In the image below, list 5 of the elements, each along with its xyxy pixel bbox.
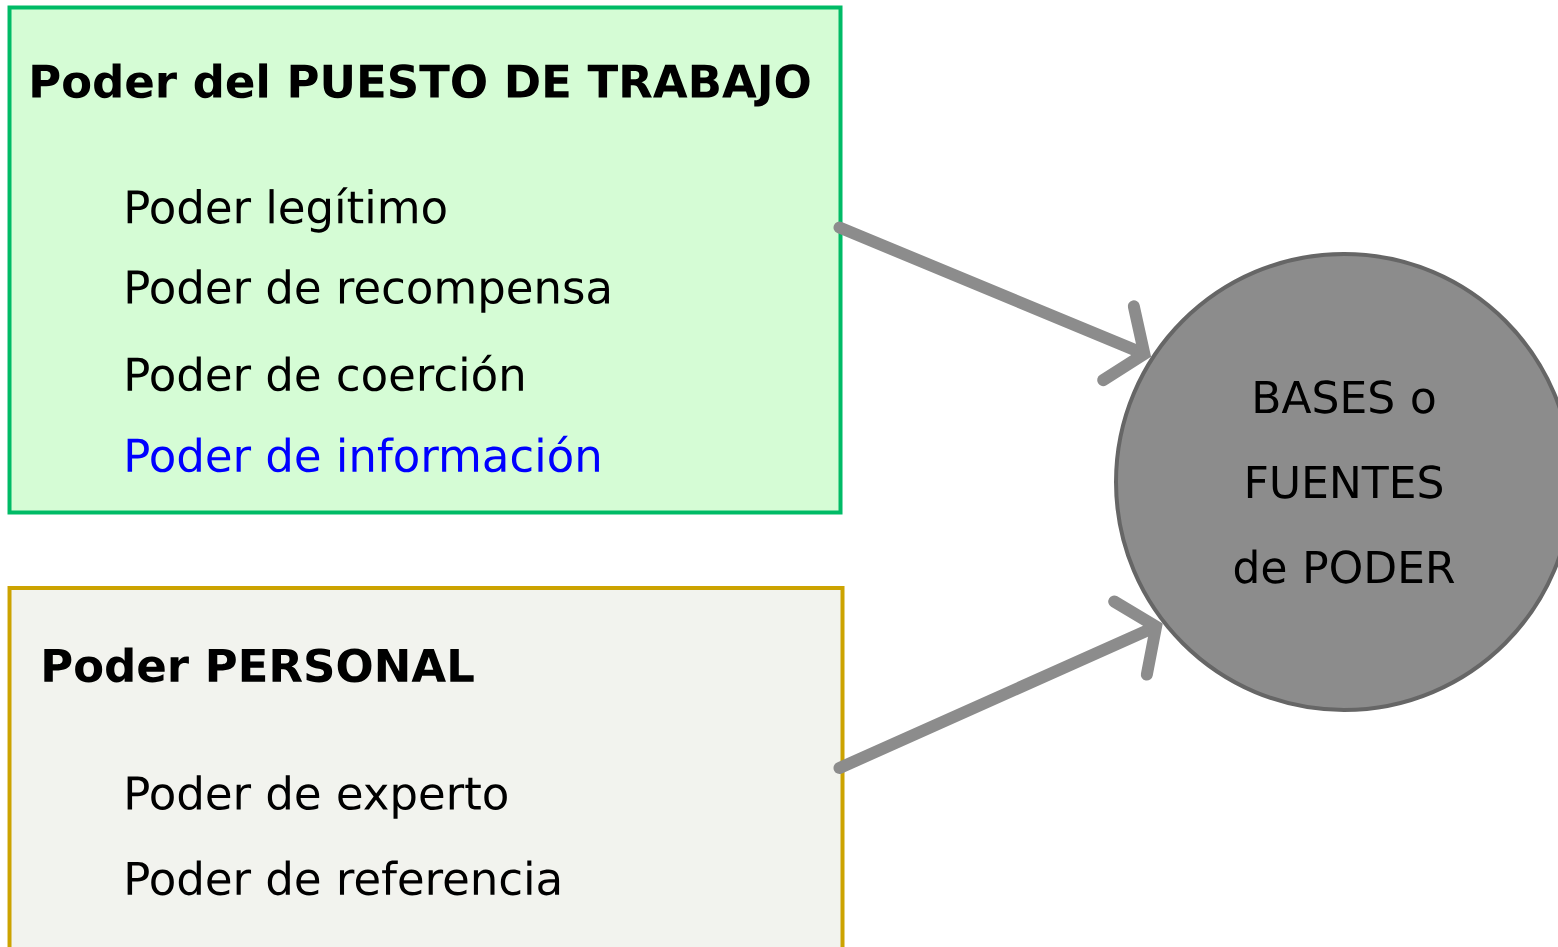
list-box: Poder del PUESTO DE TRABAJO Poder legítimo Poder de recompensa Poder de coerción Poder de información (7, 5, 843, 515)
arrow (833, 595, 1163, 774)
list-box: Poder PERSONAL Poder de experto Poder de referencia (7, 586, 845, 947)
circle-node: BASES o FUENTES de PODER (1114, 252, 1558, 712)
arrow (833, 221, 1152, 387)
